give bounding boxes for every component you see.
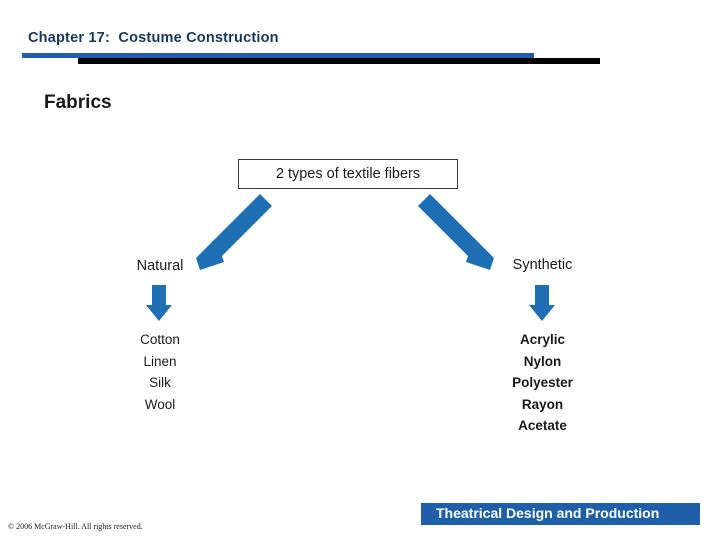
fiber-list-natural: Cotton Linen Silk Wool [90,329,230,415]
list-item: Cotton [140,332,180,347]
textile-fibers-box-label: 2 types of textile fibers [275,166,421,182]
list-item: Acetate [518,418,567,433]
textile-fibers-box: 2 types of textile fibers [238,159,458,189]
fiber-list-synthetic: Acrylic Nylon Polyester Rayon Acetate [470,329,615,437]
chapter-title: Chapter 17: Costume Construction [28,30,279,46]
list-item: Acrylic [519,332,566,347]
arrow-synthetic-down [529,285,555,321]
list-item: Wool [144,396,176,412]
list-item: Silk [149,375,171,390]
arrow-natural-down [146,285,172,321]
list-item: Linen [143,353,177,369]
header-rule-shadow [78,58,600,64]
list-item: Nylon [523,353,562,369]
branch-label-natural: Natural [136,258,184,274]
copyright-notice: © 2006 McGraw-Hill. All rights reserved. [8,522,143,531]
page-title: Fabrics [44,92,112,113]
header-rule [22,53,534,58]
list-item: Rayon [521,396,564,412]
footer-banner-label: Theatrical Design and Production [436,505,660,521]
list-item: Polyester [512,375,573,390]
footer-banner [421,503,700,525]
branch-label-synthetic: Synthetic [512,257,573,273]
